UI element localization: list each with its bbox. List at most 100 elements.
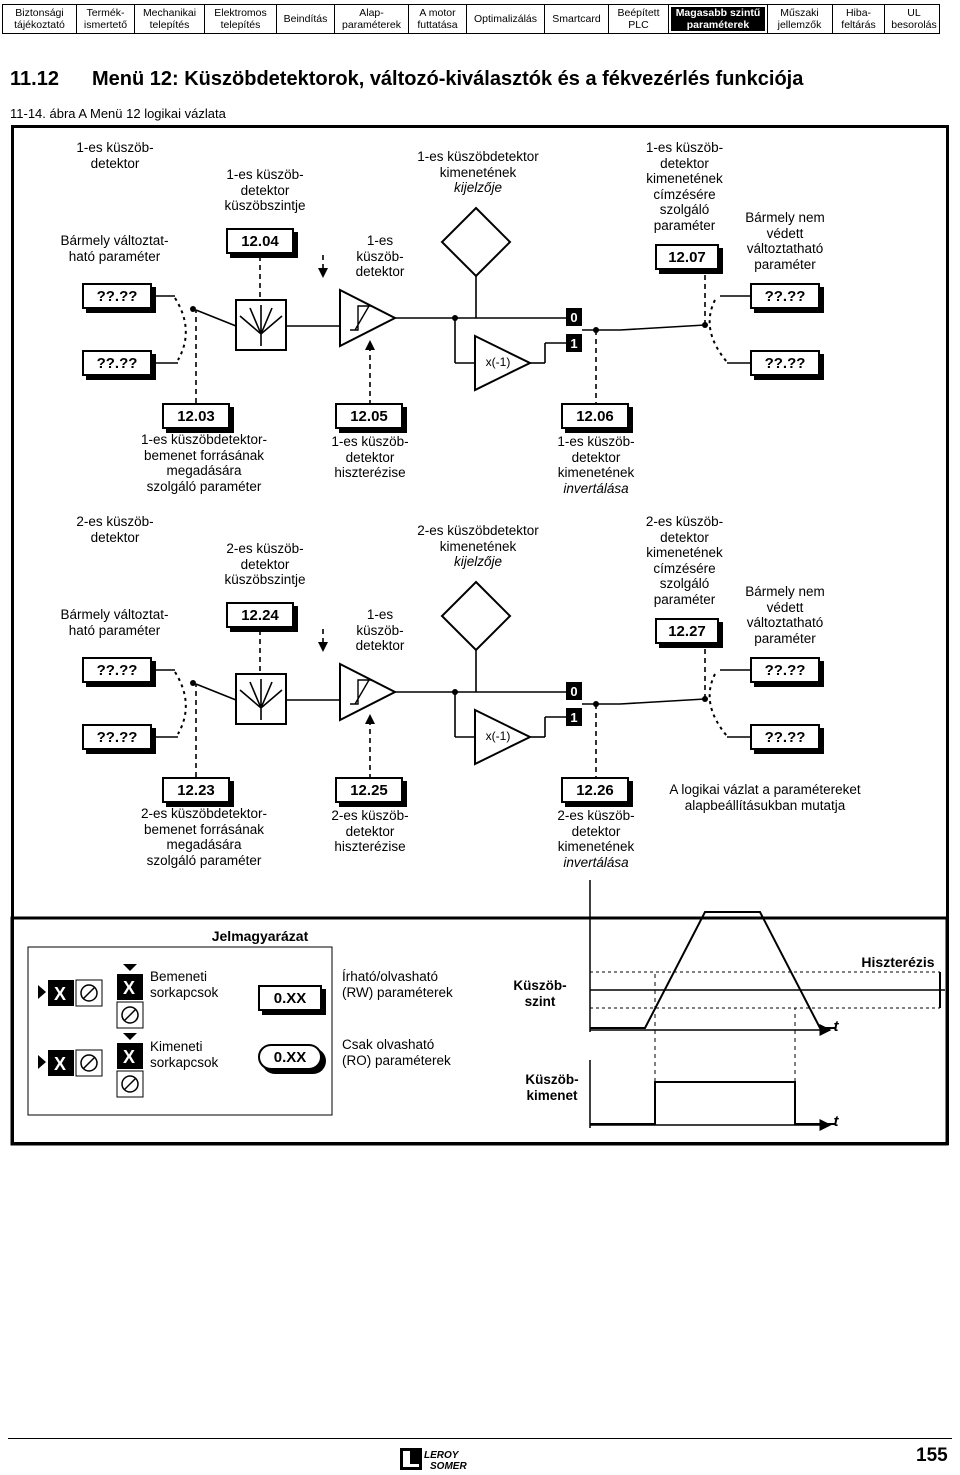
legend-out-2-x-text: X <box>123 1047 135 1067</box>
legend-frame <box>10 916 949 1146</box>
nav-tab-6[interactable]: A motor futtatása <box>409 5 467 33</box>
det1-switch-zero: 0 <box>566 308 582 326</box>
legend-in-1-x-box <box>48 980 74 1006</box>
legend-ro-label: Csak olvasható (RO) paraméterek <box>342 1037 451 1068</box>
legend-out-2-slash-circle <box>121 1075 139 1093</box>
det2-title: 2-es küszöb- detektor <box>76 514 154 545</box>
threshold-level-label: Küszöb- szint <box>513 978 567 1009</box>
nav-tab-8[interactable]: Smartcard <box>545 5 609 33</box>
det1-dest-box-2: ??.?? <box>750 350 820 376</box>
legend-in-arrow-1 <box>38 985 46 999</box>
det2-det-label: 1-es küszöb- detektor <box>355 607 405 653</box>
det2-hysteresis-label: 2-es küszöb- detektor hiszterézise <box>331 808 409 854</box>
section-title: 11.12 Menü 12: Küszöbdetektorok, változó-… <box>10 68 803 91</box>
section-number: 11.12 <box>10 68 59 90</box>
det1-selector-star <box>239 305 283 346</box>
det2-indicator-text: 2-es küszöbdetektor kimenetének <box>417 523 539 554</box>
figure-caption: 11-14. ábra A Menü 12 logikai vázlata <box>10 106 226 121</box>
det1-inverter <box>474 334 533 392</box>
det1-dest-box: ??.?? <box>750 283 820 309</box>
det1-source-box-2: ??.?? <box>82 350 152 376</box>
det2-any-param-label: Bármely változtat- ható paraméter <box>60 607 169 638</box>
nav-tab-2[interactable]: Mechanikai telepítés <box>135 5 205 33</box>
det2-selector-star <box>239 679 283 720</box>
det2-indicator-diamond <box>440 580 512 652</box>
det1-invert-text: 1-es küszöb- detektor kimenetének <box>557 434 635 480</box>
legend-ro-box: 0.XX <box>258 1044 322 1070</box>
det1-det-arrow <box>318 268 328 278</box>
det2-dest-param: 12.27 <box>655 618 719 644</box>
det2-dest-box-2: ??.?? <box>750 724 820 750</box>
det2-src-dot <box>190 680 196 686</box>
det1-comparator <box>339 288 398 348</box>
legend-box <box>27 946 333 1116</box>
det2-output-arc <box>708 673 728 737</box>
det2-comparator <box>339 662 398 722</box>
hysteresis-label: Hiszterézis <box>861 954 935 970</box>
det2-inverter <box>474 708 533 766</box>
det2-level-label: 2-es küszöb- detektor küszöbszintje <box>224 541 306 587</box>
nav-tab-13[interactable]: UL besorolás <box>891 7 937 31</box>
det1-hyst-arrow <box>365 340 375 350</box>
nav-tab-1[interactable]: Termék- ismertető <box>77 5 135 33</box>
det2-indicator-label: 2-es küszöbdetektor kimenetének kijelzőj… <box>398 523 558 570</box>
nav-tab-9[interactable]: Beépített PLC <box>609 5 669 33</box>
diagram-note: A logikai vázlat a paramétereket alapbeá… <box>669 782 861 813</box>
det2-hyst-arrow <box>365 714 375 724</box>
det2-hysteresis-param: 12.25 <box>335 777 403 803</box>
det1-level-label: 1-es küszöb- detektor küszöbszintje <box>224 167 306 213</box>
det1-unprotected-label: Bármely nem védett változtatható paramét… <box>745 210 825 272</box>
footer-divider <box>8 1438 952 1439</box>
nav-tab-12[interactable]: Hiba- feltárás <box>833 5 885 33</box>
det1-hyst-symbol <box>350 305 372 331</box>
nav-tab-7[interactable]: Optimalizálás <box>467 5 545 33</box>
legend-out-1-slash-circle <box>80 1054 98 1072</box>
legend-in-2-x-box <box>117 974 143 1000</box>
nav-tab-10[interactable]: Magasabb szintű paraméterek <box>668 4 768 34</box>
det1-hysteresis-param: 12.05 <box>335 403 403 429</box>
det1-indicator-text-italic: kijelzője <box>453 180 503 195</box>
det1-src-to-selector <box>195 309 237 327</box>
det2-src-to-selector <box>195 683 237 701</box>
section-title-text: Menü 12: Küszöbdetektorok, változó-kivál… <box>92 68 804 90</box>
det1-invert-param: 12.06 <box>561 403 629 429</box>
det1-indicator-label: 1-es küszöbdetektor kimenetének kijelzőj… <box>398 149 558 196</box>
legend-in-1-slash-line <box>82 986 96 1000</box>
legend-in-2-slash-circle <box>121 1006 139 1024</box>
legend-in-2-arrow <box>123 964 137 971</box>
detector-2-wiring <box>155 580 750 777</box>
det1-title: 1-es küszöb- detektor <box>76 140 154 171</box>
det2-to-dest <box>619 698 706 705</box>
det1-source-box: ??.?? <box>82 283 152 309</box>
legend-rw-box: 0.XX <box>258 985 322 1011</box>
time-axis-label-1: t <box>833 1018 839 1035</box>
legend-in-1-x-text: X <box>54 984 66 1004</box>
legend-input-terminals-label: Bemeneti sorkapcsok <box>150 969 219 1000</box>
graph1-signal <box>590 911 835 1029</box>
det2-det-arrow <box>318 642 328 652</box>
threshold-output-label: Küszöb- kimenet <box>525 1072 579 1103</box>
det1-det-label: 1-es küszöb- detektor <box>355 233 405 279</box>
legend-out-1-x-text: X <box>54 1054 66 1074</box>
det2-input-arc <box>174 671 187 735</box>
det1-switch-one: 1 <box>566 334 582 352</box>
nav-tab-4[interactable]: Beindítás <box>277 5 335 33</box>
legend-in-2-x-text: X <box>123 978 135 998</box>
leroy-somer-logo: LEROY SOMER <box>400 1448 467 1472</box>
det2-switch-zero: 0 <box>566 682 582 700</box>
det1-dest-param: 12.07 <box>655 244 719 270</box>
nav-tab-0[interactable]: Biztonsági tájékoztató <box>3 5 77 33</box>
det2-invert-label: 2-es küszöb- detektor kimenetének invert… <box>540 808 652 870</box>
nav-tab-3[interactable]: Elektromos telepítés <box>205 5 277 33</box>
det1-indicator-diamond <box>440 206 512 278</box>
legend-in-arrow-2 <box>38 1055 46 1069</box>
det2-source-box: ??.?? <box>82 657 152 683</box>
legend-rw-label: Írható/olvasható (RW) paraméterek <box>342 969 453 1000</box>
nav-tab-5[interactable]: Alap- paraméterek <box>335 5 409 33</box>
det1-source-label: 1-es küszöbdetektor- bemenet forrásának … <box>140 432 268 494</box>
det2-hyst-symbol <box>350 679 372 705</box>
nav-tab-11[interactable]: Műszaki jellemzők <box>767 5 833 33</box>
det2-unprotected-label: Bármely nem védett változtatható paramét… <box>745 584 825 646</box>
det1-hysteresis-label: 1-es küszöb- detektor hiszterézise <box>331 434 409 480</box>
